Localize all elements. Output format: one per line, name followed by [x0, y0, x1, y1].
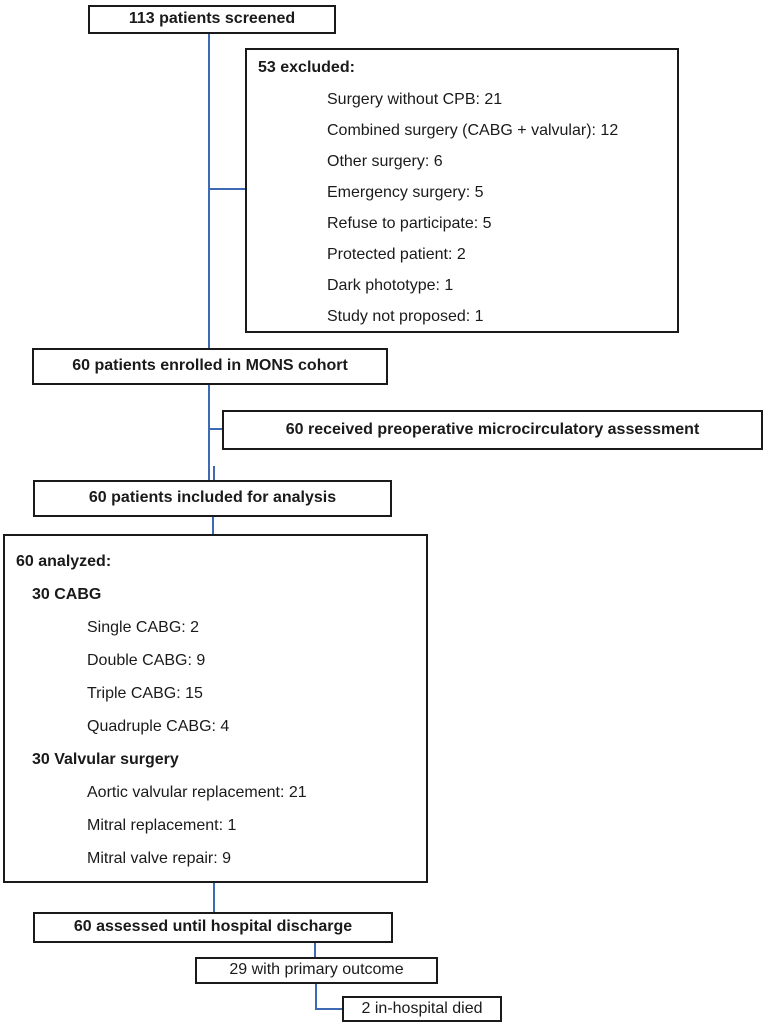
connector-jog-above-included: [213, 466, 215, 480]
analyzed-item: Mitral valve repair: 9: [87, 850, 232, 868]
connector-enrolled-to-included: [208, 385, 210, 480]
excluded-item: Other surgery: 6: [327, 153, 443, 171]
analyzed-item: Triple CABG: 15: [87, 685, 203, 703]
analyzed-group-cabg-label: 30 CABG: [32, 586, 102, 604]
connector-branch-to-preop-assessment: [208, 428, 222, 430]
box-enrolled-mons-cohort: 60 patients enrolled in MONS cohort: [32, 348, 388, 385]
box-primary-outcome: 29 with primary outcome: [195, 957, 438, 984]
analyzed-item: Mitral replacement: 1: [87, 817, 237, 835]
connector-analyzed-to-assessed: [213, 883, 215, 912]
box-in-hospital-died: 2 in-hospital died: [342, 996, 502, 1022]
connector-primary-to-died-vertical: [315, 984, 317, 1010]
analyzed-group-valvular-label: 30 Valvular surgery: [32, 751, 179, 769]
assessed-label: 60 assessed until hospital discharge: [73, 918, 353, 936]
analyzed-item: Double CABG: 9: [87, 652, 206, 670]
patients-screened-label: 113 patients screened: [128, 10, 296, 28]
excluded-item: Protected patient: 2: [327, 246, 466, 264]
connector-screened-to-enrolled: [208, 34, 210, 348]
died-label: 2 in-hospital died: [361, 999, 483, 1017]
connector-primary-to-died-horizontal: [315, 1008, 342, 1010]
excluded-item: Combined surgery (CABG + valvular): 12: [327, 122, 619, 140]
analyzed-item: Aortic valvular replacement: 21: [87, 784, 307, 802]
enrolled-label: 60 patients enrolled in MONS cohort: [72, 357, 348, 375]
included-label: 60 patients included for analysis: [88, 489, 337, 507]
excluded-item: Refuse to participate: 5: [327, 215, 492, 233]
box-included-for-analysis: 60 patients included for analysis: [33, 480, 392, 517]
primary-outcome-label: 29 with primary outcome: [229, 961, 404, 979]
box-patients-screened: 113 patients screened: [88, 5, 336, 34]
preop-assessment-label: 60 received preoperative microcirculator…: [285, 420, 700, 438]
excluded-item: Study not proposed: 1: [327, 308, 484, 326]
excluded-item: Dark phototype: 1: [327, 277, 454, 295]
excluded-header: 53 excluded:: [258, 59, 355, 77]
connector-assessed-to-primary-outcome: [314, 943, 316, 957]
box-excluded: 53 excluded: Surgery without CPB: 21 Com…: [245, 48, 679, 333]
excluded-item: Emergency surgery: 5: [327, 184, 484, 202]
analyzed-item: Quadruple CABG: 4: [87, 718, 230, 736]
excluded-item: Surgery without CPB: 21: [327, 91, 503, 109]
connector-included-to-analyzed: [212, 517, 214, 534]
analyzed-header: 60 analyzed:: [16, 553, 112, 571]
box-preop-microcirculatory-assessment: 60 received preoperative microcirculator…: [222, 410, 763, 450]
box-analyzed: 60 analyzed: 30 CABG Single CABG: 2 Doub…: [3, 534, 428, 883]
analyzed-item: Single CABG: 2: [87, 619, 200, 637]
box-assessed-until-discharge: 60 assessed until hospital discharge: [33, 912, 393, 943]
connector-branch-to-excluded: [208, 188, 245, 190]
